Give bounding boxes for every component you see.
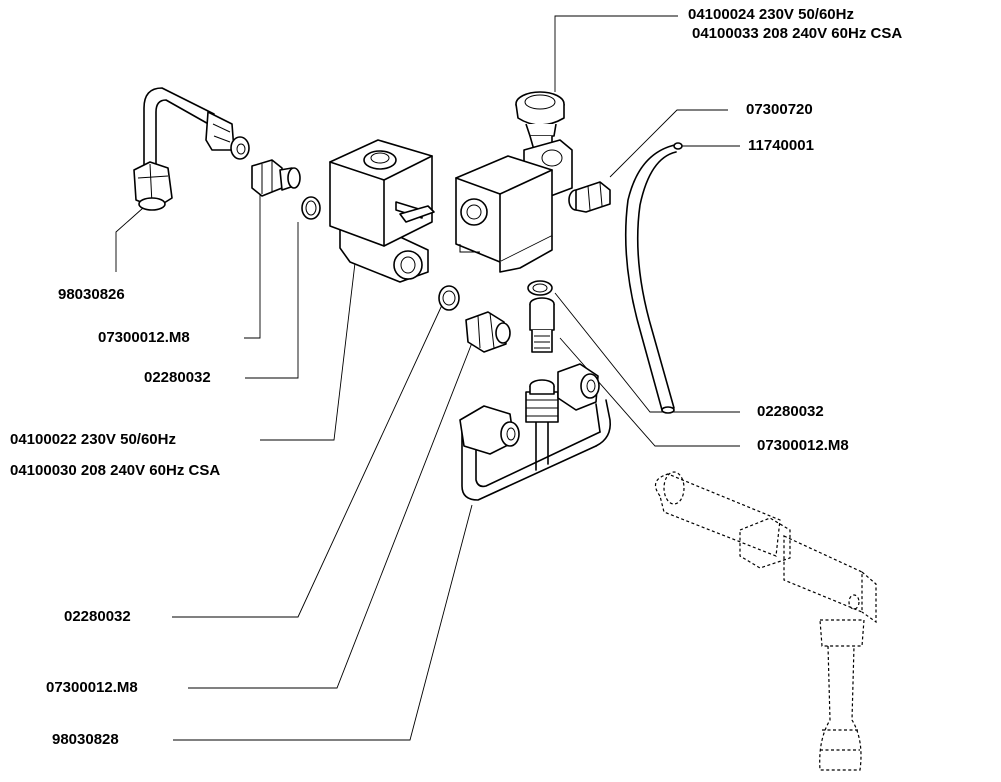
label-fitting-right: 07300720 (746, 101, 813, 118)
nipple-mid-right (529, 297, 555, 353)
oring-left (301, 196, 321, 220)
label-nipple-left: 07300012.M8 (98, 329, 190, 346)
nipple-low (465, 311, 511, 353)
solenoid-valve-left (329, 139, 435, 283)
label-valve-top-a: 04100024 230V 50/60Hz (688, 6, 854, 23)
label-manifold: 98030828 (52, 731, 119, 748)
leader-fitting-right (609, 109, 728, 178)
label-pipe-left: 98030826 (58, 286, 125, 303)
label-valve-left-a: 04100022 230V 50/60Hz (10, 431, 176, 448)
label-nipple-low: 07300012.M8 (46, 679, 138, 696)
leader-oring-low (172, 304, 443, 618)
label-nipple-mid-right: 07300012.M8 (757, 437, 849, 454)
leader-manifold (173, 504, 473, 741)
leader-valve-left (260, 245, 358, 441)
label-oring-left: 02280032 (144, 369, 211, 386)
nipple-left (251, 159, 301, 197)
tube-right (624, 142, 683, 414)
leader-pipe-left (115, 207, 144, 272)
label-oring-mid-right: 02280032 (757, 403, 824, 420)
fitting-right (568, 181, 611, 213)
leader-nipple-low (188, 329, 478, 689)
solenoid-valve-top (455, 91, 573, 273)
manifold (459, 363, 612, 501)
leader-oring-left (245, 222, 299, 379)
label-oring-low: 02280032 (64, 608, 131, 625)
label-valve-left-b: 04100030 208 240V 60Hz CSA (10, 462, 221, 479)
oring-low (438, 285, 460, 311)
label-valve-top-b: 04100033 208 240V 60Hz CSA (692, 25, 903, 42)
oring-mid-right (527, 280, 553, 296)
leader-oring-mid-right (554, 292, 740, 413)
bent-pipe-left (133, 87, 250, 211)
assembled-view-dashed (654, 471, 877, 771)
leader-lines (115, 15, 740, 741)
leader-nipple-left (244, 185, 261, 339)
label-tube-right: 11740001 (748, 137, 814, 154)
leader-valve-top (554, 15, 678, 92)
